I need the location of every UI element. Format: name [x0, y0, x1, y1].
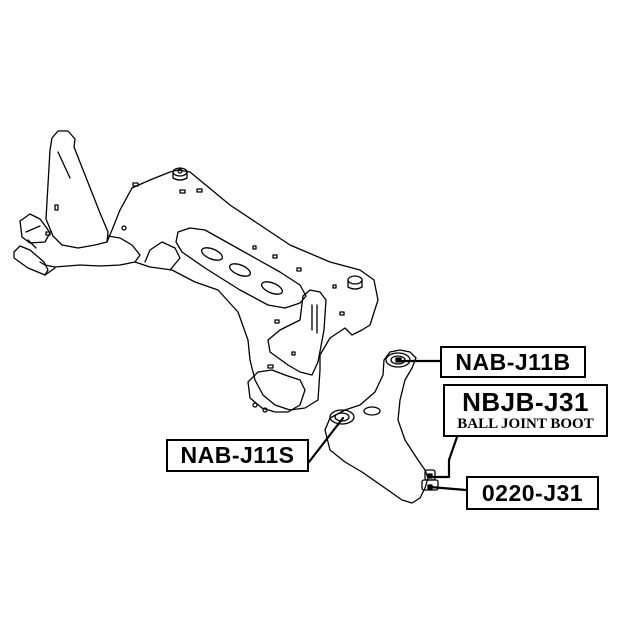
control-arm-outline: [324, 349, 429, 504]
control-arm-drawing: [324, 349, 439, 504]
leader-lines: [307, 359, 468, 492]
rail-hole-1: [200, 247, 224, 261]
part-number: NAB-J11S: [180, 442, 295, 468]
subframe-holes: [45, 182, 345, 413]
subframe-right-mount-bolt: [347, 275, 363, 290]
label-0220-j31: 0220-J31: [466, 476, 599, 510]
part-number: NBJB-J31: [462, 387, 589, 417]
label-nbjb-j31: NBJB-J31 BALL JOINT BOOT: [443, 384, 608, 437]
subframe-right-foot: [247, 369, 306, 413]
rail-hole-2: [228, 263, 252, 277]
subframe-left-tower: [45, 130, 109, 249]
subframe-body: [39, 169, 379, 411]
part-number: 0220-J31: [481, 479, 584, 506]
control-arm-hole: [363, 406, 381, 416]
part-number: NAB-J11B: [455, 348, 571, 375]
subframe-center-rail: [175, 227, 307, 309]
rail-hole-3: [260, 281, 284, 295]
leader-nbjb-j31: [428, 435, 459, 479]
subframe-top-mount-bolt: [172, 167, 188, 181]
label-nab-j11b: NAB-J11B: [440, 346, 586, 378]
leader-nab-j11s: [307, 416, 345, 464]
part-description: BALL JOINT BOOT: [457, 416, 594, 432]
label-nab-j11s: NAB-J11S: [166, 439, 309, 472]
subframe-drawing: [13, 130, 379, 413]
leader-0220-j31: [428, 485, 468, 492]
subframe-right-tower: [267, 289, 327, 376]
